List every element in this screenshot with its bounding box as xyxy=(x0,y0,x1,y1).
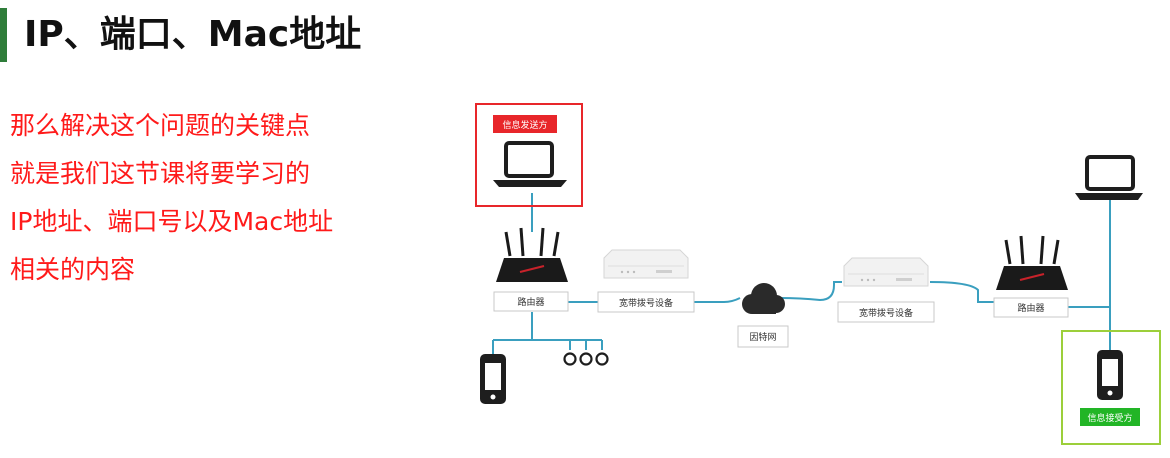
receiver-label: 信息接受方 xyxy=(1087,412,1132,424)
device-dot-icon xyxy=(563,352,577,366)
internet-label: 因特网 xyxy=(749,331,776,343)
laptop-left-icon xyxy=(493,141,567,187)
link-modem-internet xyxy=(692,297,741,303)
router-left-icon xyxy=(496,227,568,282)
modem-left-label-box xyxy=(597,291,695,313)
sender-label: 信息发送方 xyxy=(502,119,547,131)
router-left-label-box xyxy=(493,291,569,312)
network-links xyxy=(492,193,1111,354)
sender-frame xyxy=(475,103,583,207)
laptop-right-icon xyxy=(1075,155,1143,200)
description-line: 那么解决这个问题的关键点 xyxy=(10,111,311,140)
modem-right-label: 宽带拨号设备 xyxy=(859,307,913,319)
receiver-label-box xyxy=(1080,408,1140,426)
link-modem-router xyxy=(929,281,994,303)
link-internet-modem xyxy=(779,281,842,302)
description-line: 相关的内容 xyxy=(10,255,136,284)
modem-right-label-box xyxy=(837,301,935,323)
phone-right-icon xyxy=(1097,350,1123,400)
router-right-icon xyxy=(996,235,1068,290)
router-right-label-box xyxy=(993,297,1069,318)
page-title: IP、端口、Mac地址 xyxy=(24,14,362,55)
cloud-icon xyxy=(742,283,785,314)
modem-left-label: 宽带拨号设备 xyxy=(619,297,673,309)
phone-left-icon xyxy=(480,354,506,404)
description-text: 那么解决这个问题的关键点 就是我们这节课将要学习的 IP地址、端口号以及Mac地… xyxy=(10,102,410,294)
description-line: IP地址、端口号以及Mac地址 xyxy=(10,207,334,236)
internet-label-box xyxy=(737,325,789,348)
title-accent-bar xyxy=(0,8,7,62)
modem-left-icon xyxy=(603,249,689,279)
router-right-label: 路由器 xyxy=(1017,302,1044,314)
modem-right-icon xyxy=(843,257,929,287)
sender-label-box xyxy=(493,115,557,133)
receiver-frame xyxy=(1061,330,1161,445)
device-dot-icon xyxy=(579,352,593,366)
device-dot-icon xyxy=(595,352,609,366)
description-line: 就是我们这节课将要学习的 xyxy=(10,159,311,188)
router-left-label: 路由器 xyxy=(517,296,544,308)
